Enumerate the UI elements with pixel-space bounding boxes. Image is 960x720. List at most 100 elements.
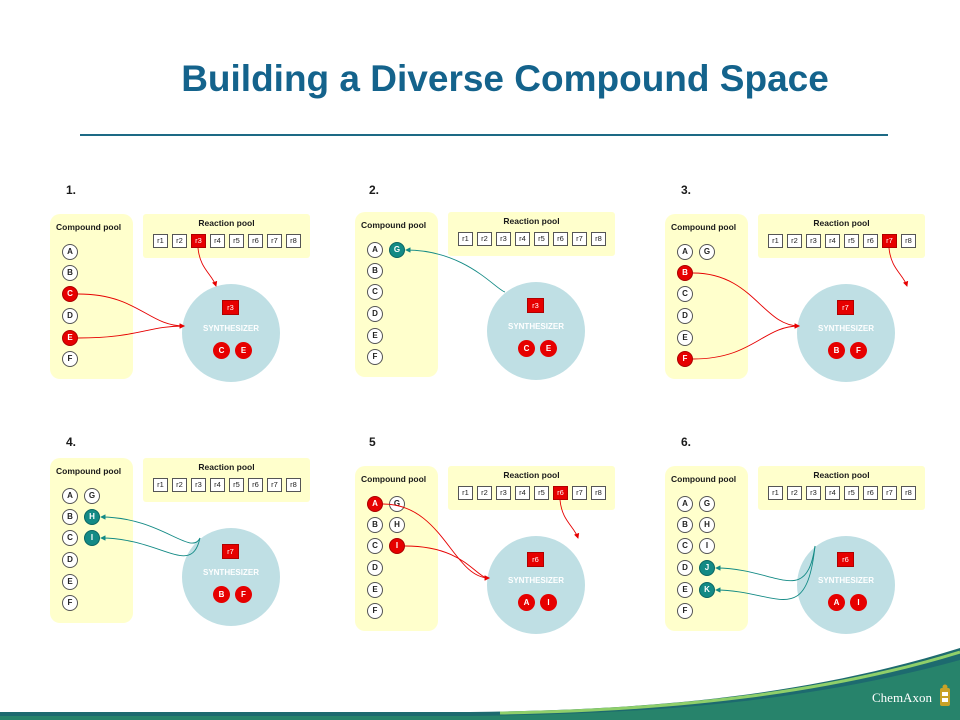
- compound-f: F: [367, 349, 383, 365]
- reaction-r6: r6: [553, 232, 568, 246]
- footer-wave: [0, 648, 960, 720]
- reaction-r4: r4: [825, 486, 840, 500]
- reaction-pool-title: Reaction pool: [503, 470, 560, 480]
- synthesizer-compound: C: [213, 342, 230, 359]
- reaction-r7: r7: [267, 234, 282, 248]
- compound-d: D: [62, 308, 78, 324]
- compound-g: G: [84, 488, 100, 504]
- compound-i: I: [699, 538, 715, 554]
- reaction-r3: r3: [496, 486, 511, 500]
- compound-a: A: [62, 244, 78, 260]
- synthesizer-compound: B: [213, 586, 230, 603]
- reaction-r2: r2: [477, 232, 492, 246]
- reaction-r8: r8: [901, 486, 916, 500]
- synthesizer-compound: E: [540, 340, 557, 357]
- synthesizer-reaction: r3: [527, 298, 544, 313]
- reaction-r6: r6: [863, 234, 878, 248]
- reaction-r5: r5: [534, 486, 549, 500]
- reaction-r4: r4: [515, 232, 530, 246]
- compound-d: D: [367, 306, 383, 322]
- reaction-r7: r7: [267, 478, 282, 492]
- compound-f: F: [677, 603, 693, 619]
- synthesizer-compound: A: [828, 594, 845, 611]
- compound-b: B: [677, 517, 693, 533]
- step-label: 6.: [681, 435, 692, 449]
- compound-c: C: [62, 530, 78, 546]
- compound-f: F: [367, 603, 383, 619]
- reaction-r8: r8: [591, 486, 606, 500]
- chemaxon-logo-icon: [940, 684, 950, 706]
- reaction-pool-title: Reaction pool: [503, 216, 560, 226]
- reaction-r5: r5: [844, 234, 859, 248]
- synthesizer-reaction: r7: [222, 544, 239, 559]
- reaction-r4: r4: [825, 234, 840, 248]
- reaction-r7: r7: [882, 486, 897, 500]
- compound-h: H: [389, 517, 405, 533]
- compound-c: C: [367, 538, 383, 554]
- reaction-r7: r7: [572, 486, 587, 500]
- compound-g: G: [389, 496, 405, 512]
- synthesizer-compound: F: [850, 342, 867, 359]
- compound-pool-title: Compound pool: [56, 466, 122, 476]
- compound-a: A: [677, 244, 693, 260]
- reaction-r1: r1: [458, 486, 473, 500]
- compound-d: D: [62, 552, 78, 568]
- compound-e: E: [677, 330, 693, 346]
- reaction-r2: r2: [172, 478, 187, 492]
- synthesizer-label: SYNTHESIZER: [817, 576, 874, 585]
- reaction-r4: r4: [210, 478, 225, 492]
- compound-c: C: [677, 286, 693, 302]
- compound-e: E: [62, 574, 78, 590]
- reaction-r6: r6: [553, 486, 568, 500]
- reaction-r3: r3: [191, 478, 206, 492]
- reaction-pool-title: Reaction pool: [198, 462, 255, 472]
- synthesizer-label: SYNTHESIZER: [507, 322, 564, 331]
- compound-h: H: [84, 509, 100, 525]
- reaction-r8: r8: [591, 232, 606, 246]
- compound-a: A: [677, 496, 693, 512]
- reaction-r1: r1: [768, 486, 783, 500]
- reaction-r3: r3: [806, 486, 821, 500]
- compound-f: F: [62, 351, 78, 367]
- slide-title: Building a Diverse Compound Space: [181, 58, 829, 99]
- compound-h: H: [699, 517, 715, 533]
- compound-e: E: [62, 330, 78, 346]
- compound-i: I: [84, 530, 100, 546]
- reaction-r5: r5: [229, 478, 244, 492]
- compound-pool-title: Compound pool: [361, 474, 427, 484]
- compound-c: C: [62, 286, 78, 302]
- compound-g: G: [699, 496, 715, 512]
- synthesizer-reaction: r6: [527, 552, 544, 567]
- compound-d: D: [677, 560, 693, 576]
- step-label: 5: [369, 435, 376, 449]
- compound-f: F: [677, 351, 693, 367]
- reaction-r7: r7: [882, 234, 897, 248]
- reaction-r1: r1: [153, 478, 168, 492]
- compound-d: D: [677, 308, 693, 324]
- compound-c: C: [367, 284, 383, 300]
- reaction-r5: r5: [229, 234, 244, 248]
- reaction-pool-title: Reaction pool: [813, 218, 870, 228]
- reaction-r3: r3: [496, 232, 511, 246]
- reaction-r1: r1: [458, 232, 473, 246]
- compound-d: D: [367, 560, 383, 576]
- synthesizer-compound: B: [828, 342, 845, 359]
- compound-e: E: [367, 582, 383, 598]
- step-label: 3.: [681, 183, 692, 197]
